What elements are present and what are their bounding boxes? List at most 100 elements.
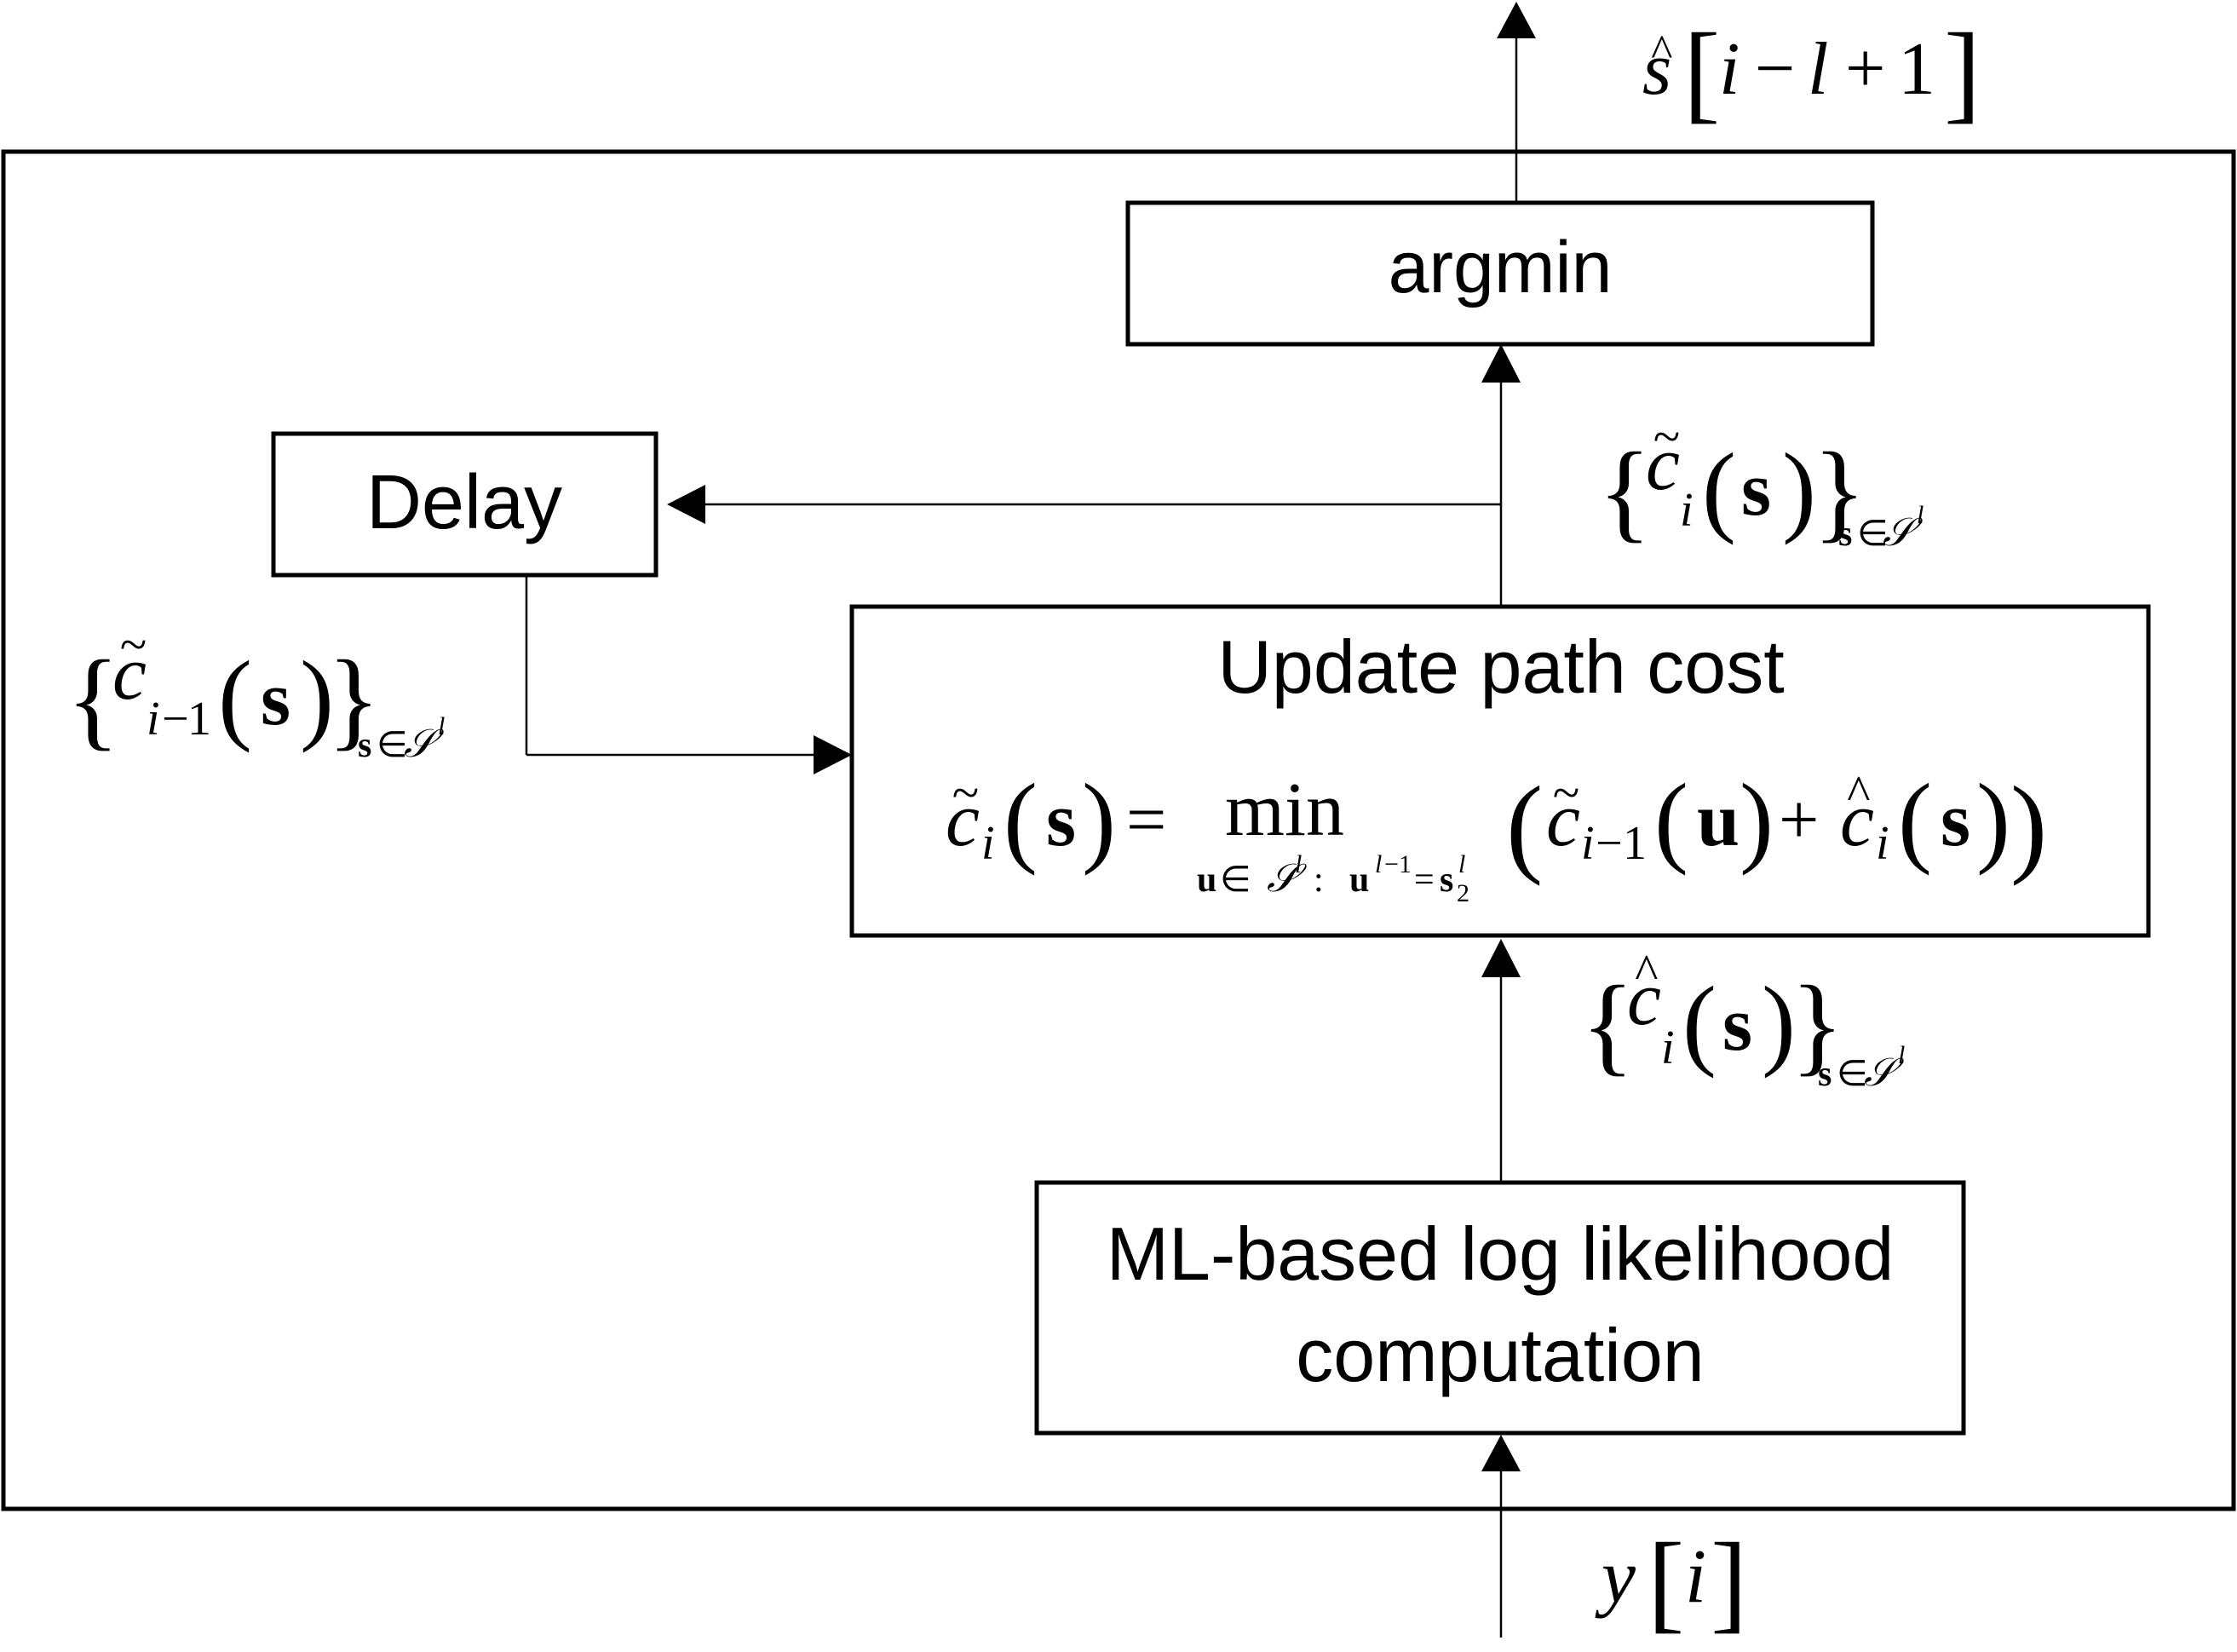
svg-text:y: y xyxy=(1595,1534,1636,1619)
svg-text:{: { xyxy=(66,638,119,761)
svg-text:s: s xyxy=(358,726,371,765)
svg-text:l: l xyxy=(1375,850,1382,878)
svg-text:l: l xyxy=(1458,850,1465,878)
svg-text:^: ^ xyxy=(1634,944,1658,999)
svg-text:[: [ xyxy=(1683,11,1720,134)
output-label: ^ s [ i − l + 1 ] xyxy=(1642,11,1981,134)
svg-text:u: u xyxy=(1349,861,1369,900)
svg-text:}: } xyxy=(1791,964,1843,1086)
svg-text:c: c xyxy=(1546,778,1580,862)
ml-input-arrowhead xyxy=(1481,1435,1521,1471)
svg-text:i: i xyxy=(1876,817,1889,870)
svg-text:): ) xyxy=(300,640,334,753)
svg-text:−: − xyxy=(162,693,189,745)
svg-text:): ) xyxy=(1762,965,1796,1079)
svg-text:(: ( xyxy=(1682,965,1717,1079)
svg-text:(: ( xyxy=(1654,763,1688,876)
svg-text:l: l xyxy=(1917,501,1924,529)
svg-text:~: ~ xyxy=(1653,409,1679,464)
delay-arrowhead xyxy=(667,485,705,524)
argmin-block: argmin xyxy=(1125,200,1875,347)
svg-text:s: s xyxy=(1722,982,1752,1067)
svg-text:]: ] xyxy=(1944,11,1981,134)
svg-text:~: ~ xyxy=(1552,765,1579,820)
svg-text:(: ( xyxy=(218,640,252,753)
svg-text:s: s xyxy=(1642,28,1671,111)
outer-frame xyxy=(1,149,2236,1511)
svg-text:−: − xyxy=(1384,850,1399,878)
svg-text:s: s xyxy=(261,657,290,741)
delay-label: Delay xyxy=(366,460,562,545)
svg-text:(: ( xyxy=(1702,432,1736,545)
svg-text:}: } xyxy=(327,638,380,761)
svg-text:=: = xyxy=(1414,861,1435,900)
svg-text:u: u xyxy=(1697,778,1740,862)
svg-text:2: 2 xyxy=(1457,879,1469,907)
svg-text:∈: ∈ xyxy=(377,726,408,765)
svg-text:^: ^ xyxy=(1650,26,1672,77)
ml-block-label-line2: computation xyxy=(1296,1313,1704,1397)
svg-text:i: i xyxy=(147,693,160,745)
svg-text:c: c xyxy=(1840,778,1874,862)
svg-text:l: l xyxy=(438,712,445,740)
svg-text:): ) xyxy=(1782,432,1816,545)
argmin-label: argmin xyxy=(1389,227,1613,308)
svg-text:s: s xyxy=(1741,447,1771,532)
svg-text:i: i xyxy=(1661,1022,1675,1074)
svg-text:(: ( xyxy=(1506,764,1543,887)
svg-text:): ) xyxy=(1740,763,1774,876)
svg-text:l: l xyxy=(1808,28,1828,111)
svg-text:u: u xyxy=(1197,861,1216,900)
svg-text:c: c xyxy=(1646,422,1680,506)
updated-cost-set-label: { ~ c i ( s ) } s ∈ 𝒮 l xyxy=(1598,409,1924,554)
svg-text:c: c xyxy=(1627,957,1661,1041)
svg-text:∈: ∈ xyxy=(1857,515,1889,554)
svg-text:∈: ∈ xyxy=(1220,861,1251,900)
svg-text:c: c xyxy=(112,631,147,716)
update-input-arrowhead xyxy=(814,735,852,774)
svg-text:1: 1 xyxy=(187,693,211,745)
svg-text:s: s xyxy=(1941,778,1970,862)
svg-text:i: i xyxy=(981,817,995,870)
svg-text:i: i xyxy=(1680,484,1694,537)
svg-text:min: min xyxy=(1225,768,1344,852)
svg-text:): ) xyxy=(1082,763,1116,876)
input-label: y [ i ] xyxy=(1595,1521,1747,1643)
svg-text:s: s xyxy=(1046,778,1076,862)
svg-text:1: 1 xyxy=(1399,850,1412,878)
ml-block-label-line1: ML-based log likelihood xyxy=(1107,1212,1895,1296)
svg-text:): ) xyxy=(2010,764,2047,887)
svg-text:c: c xyxy=(946,778,980,862)
svg-text:i: i xyxy=(1581,817,1595,870)
svg-text:]: ] xyxy=(1711,1521,1747,1643)
svg-text:(: ( xyxy=(1003,763,1038,876)
svg-text:}: } xyxy=(1813,430,1866,553)
svg-text:{: { xyxy=(1598,430,1651,553)
svg-text:−: − xyxy=(1596,817,1623,870)
update-path-cost-block: Update path cost ~ c i ( s ) = min u ∈ 𝒮… xyxy=(849,604,2151,938)
svg-text:s: s xyxy=(1440,861,1453,900)
svg-text:^: ^ xyxy=(1846,765,1870,820)
update-path-cost-title: Update path cost xyxy=(1217,625,1784,709)
svg-text:s: s xyxy=(1838,515,1852,554)
svg-text:+: + xyxy=(1779,780,1819,860)
svg-text:l: l xyxy=(1295,850,1302,878)
svg-text:=: = xyxy=(1126,780,1166,860)
svg-text:+: + xyxy=(1845,29,1885,108)
svg-text:{: { xyxy=(1581,964,1634,1086)
svg-text:∈: ∈ xyxy=(1837,1055,1868,1094)
branch-cost-set-label: { ^ c i ( s ) } s ∈ 𝒮 l xyxy=(1581,944,1905,1094)
svg-text:i: i xyxy=(1719,28,1740,111)
svg-text:s: s xyxy=(1818,1055,1832,1094)
output-arrowhead xyxy=(1497,2,1536,38)
svg-text:(: ( xyxy=(1898,763,1932,876)
svg-text:l: l xyxy=(1898,1041,1905,1069)
path-cost-recursion-equation: ~ c i ( s ) = min u ∈ 𝒮 l : u l − 1 = s … xyxy=(946,763,2047,907)
connectors xyxy=(525,2,1536,1638)
update-bottom-arrowhead xyxy=(1481,939,1521,977)
svg-text:1: 1 xyxy=(1898,28,1935,111)
svg-text::: : xyxy=(1314,861,1324,900)
svg-text:1: 1 xyxy=(1623,817,1647,870)
svg-text:~: ~ xyxy=(119,617,146,672)
